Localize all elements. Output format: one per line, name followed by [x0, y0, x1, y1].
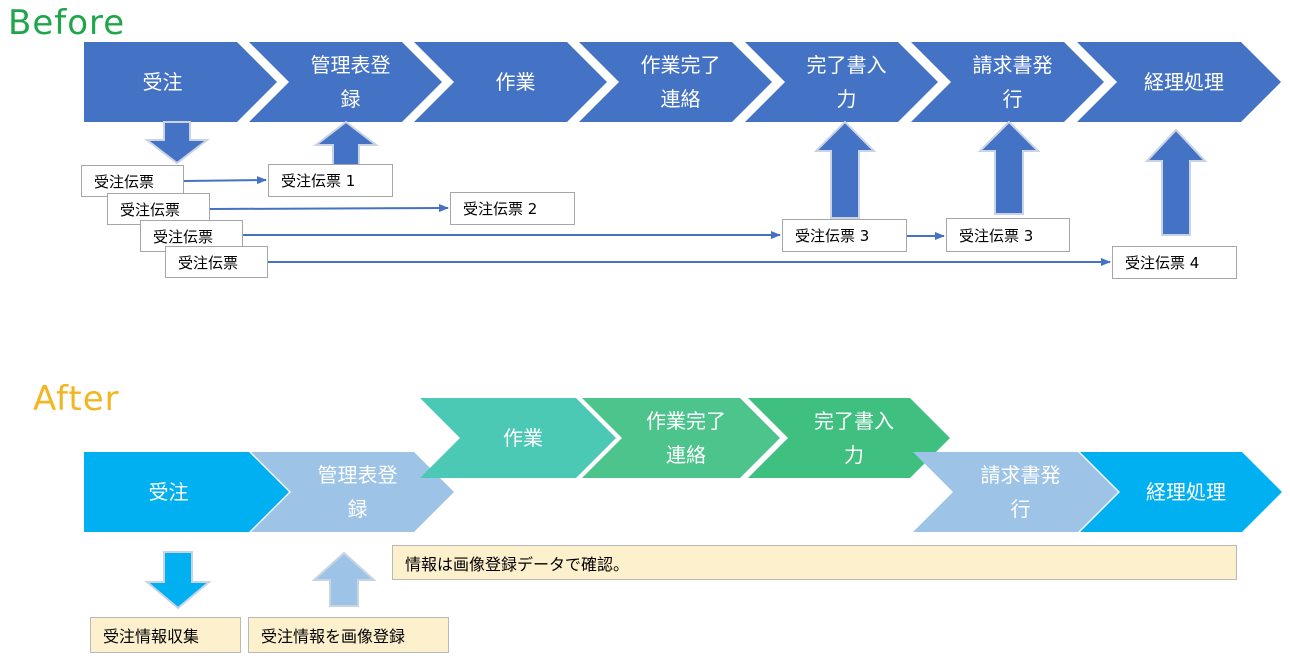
up-arrow-invoice	[977, 120, 1041, 215]
up-arrow-register	[313, 120, 379, 167]
connector-line-2	[209, 204, 449, 213]
after-register-box: 受注情報を画像登録	[248, 617, 449, 653]
before-slip-target-3b: 受注伝票 3	[946, 218, 1070, 252]
up-arrow-accounting	[1144, 128, 1208, 236]
before-step-register-table: 管理表登 録	[249, 42, 442, 122]
before-slip-target-4: 受注伝票 4	[1112, 246, 1237, 279]
before-slip-target-2: 受注伝票 2	[450, 192, 575, 225]
before-slip-target-1: 受注伝票 1	[268, 164, 393, 197]
before-step-work: 作業	[414, 42, 607, 122]
connector-line-1	[183, 176, 267, 185]
before-slip-source-1: 受注伝票	[81, 165, 184, 197]
before-slip-target-3a: 受注伝票 3	[782, 219, 907, 252]
after-collect-box: 受注情報収集	[90, 617, 241, 653]
after-down-arrow	[144, 551, 212, 610]
after-heading: After	[33, 379, 120, 419]
after-step-order: 受注	[84, 452, 289, 532]
before-slip-source-4: 受注伝票	[165, 246, 268, 278]
before-slip-source-3: 受注伝票	[140, 220, 243, 252]
up-arrow-entry	[813, 120, 877, 219]
before-slip-source-2: 受注伝票	[107, 193, 210, 225]
after-up-arrow	[311, 551, 377, 607]
before-heading: Before	[8, 3, 126, 43]
before-step-order: 受注	[84, 42, 277, 122]
down-arrow	[144, 121, 210, 165]
after-note: 情報は画像登録データで確認。	[392, 545, 1237, 580]
